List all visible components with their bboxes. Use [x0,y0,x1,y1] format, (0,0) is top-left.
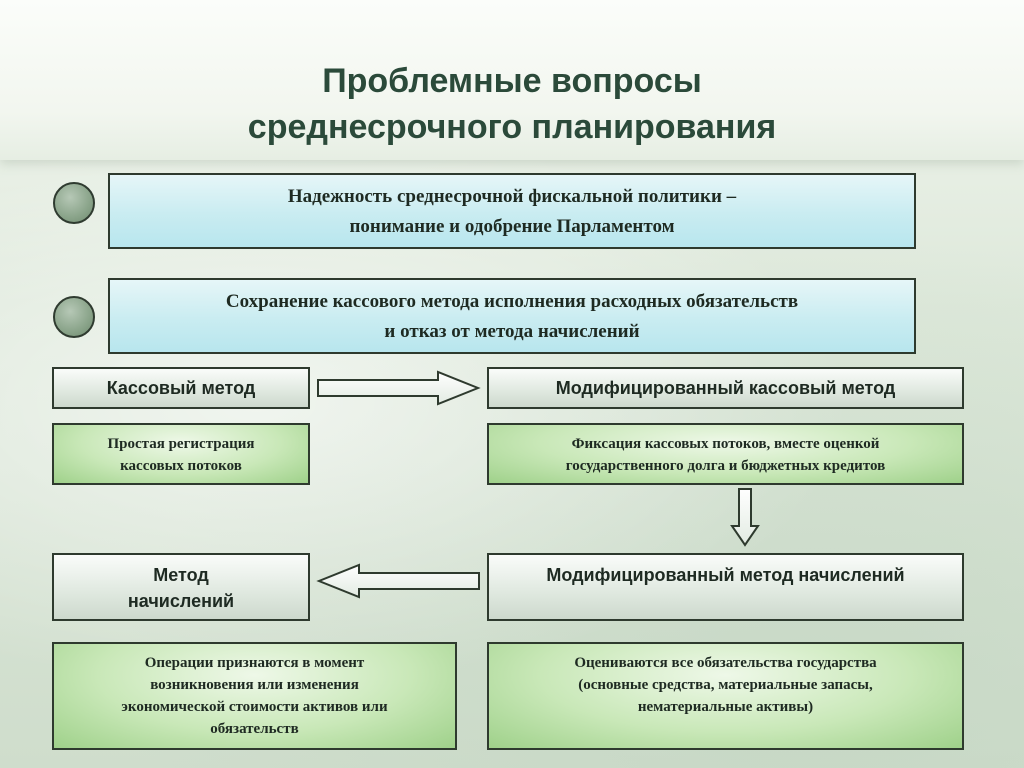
description-accrual-line-1: Операции признаются в момент [144,655,365,671]
bullet-circle-icon [53,296,95,338]
description-accrual-line-2: возникновения или изменения [150,677,359,693]
description-accrual-line-3: экономической стоимости активов или [121,699,388,715]
description-modified-accrual-line-3: нематериальные активы) [637,699,814,715]
slide-title: Проблемные вопросы среднесрочного планир… [0,58,1024,150]
description-modified-cash-line-2: государственного долга и бюджетных креди… [565,458,886,474]
arrow-left-icon [316,563,480,599]
slide-title-line-2: среднесрочного планирования [247,108,777,146]
point-reliability: Надежность среднесрочной фискальной поли… [108,173,916,249]
arrow-down-icon [730,488,760,547]
method-accrual-line-2: начислений [127,591,235,611]
method-accrual-line-1: Метод [153,565,209,585]
description-accrual: Операции признаются в момент возникновен… [52,642,457,750]
arrow-right-icon [317,370,481,406]
description-cash-line-1: Простая регистрация [107,436,255,452]
method-modified-accrual: Модифицированный метод начислений [487,553,964,621]
method-modified-cash: Модифицированный кассовый метод [487,367,964,409]
bullet-circle-icon [53,182,95,224]
description-accrual-line-4: обязательств [210,721,299,737]
slide-title-line-1: Проблемные вопросы [322,62,702,100]
point-reliability-line-2: понимание и одобрение Парламентом [349,216,675,237]
description-modified-cash-line-1: Фиксация кассовых потоков, вместе оценко… [571,436,880,452]
method-modified-cash-label: Модифицированный кассовый метод [555,378,896,398]
description-modified-accrual: Оцениваются все обязательства государств… [487,642,964,750]
description-cash-line-2: кассовых потоков [120,458,242,474]
method-cash: Кассовый метод [52,367,310,409]
point-reliability-line-1: Надежность среднесрочной фискальной поли… [287,186,737,207]
point-cash-method-line-1: Сохранение кассового метода исполнения р… [225,291,799,312]
method-cash-label: Кассовый метод [106,378,256,398]
point-cash-method: Сохранение кассового метода исполнения р… [108,278,916,354]
description-modified-accrual-line-1: Оцениваются все обязательства государств… [574,655,877,671]
description-modified-accrual-line-2: (основные средства, материальные запасы, [578,677,873,693]
point-cash-method-line-2: и отказ от метода начислений [384,321,640,342]
description-modified-cash: Фиксация кассовых потоков, вместе оценко… [487,423,964,485]
description-cash: Простая регистрация кассовых потоков [52,423,310,485]
method-modified-accrual-label: Модифицированный метод начислений [546,565,905,585]
method-accrual: Метод начислений [52,553,310,621]
header-band [0,0,1024,160]
